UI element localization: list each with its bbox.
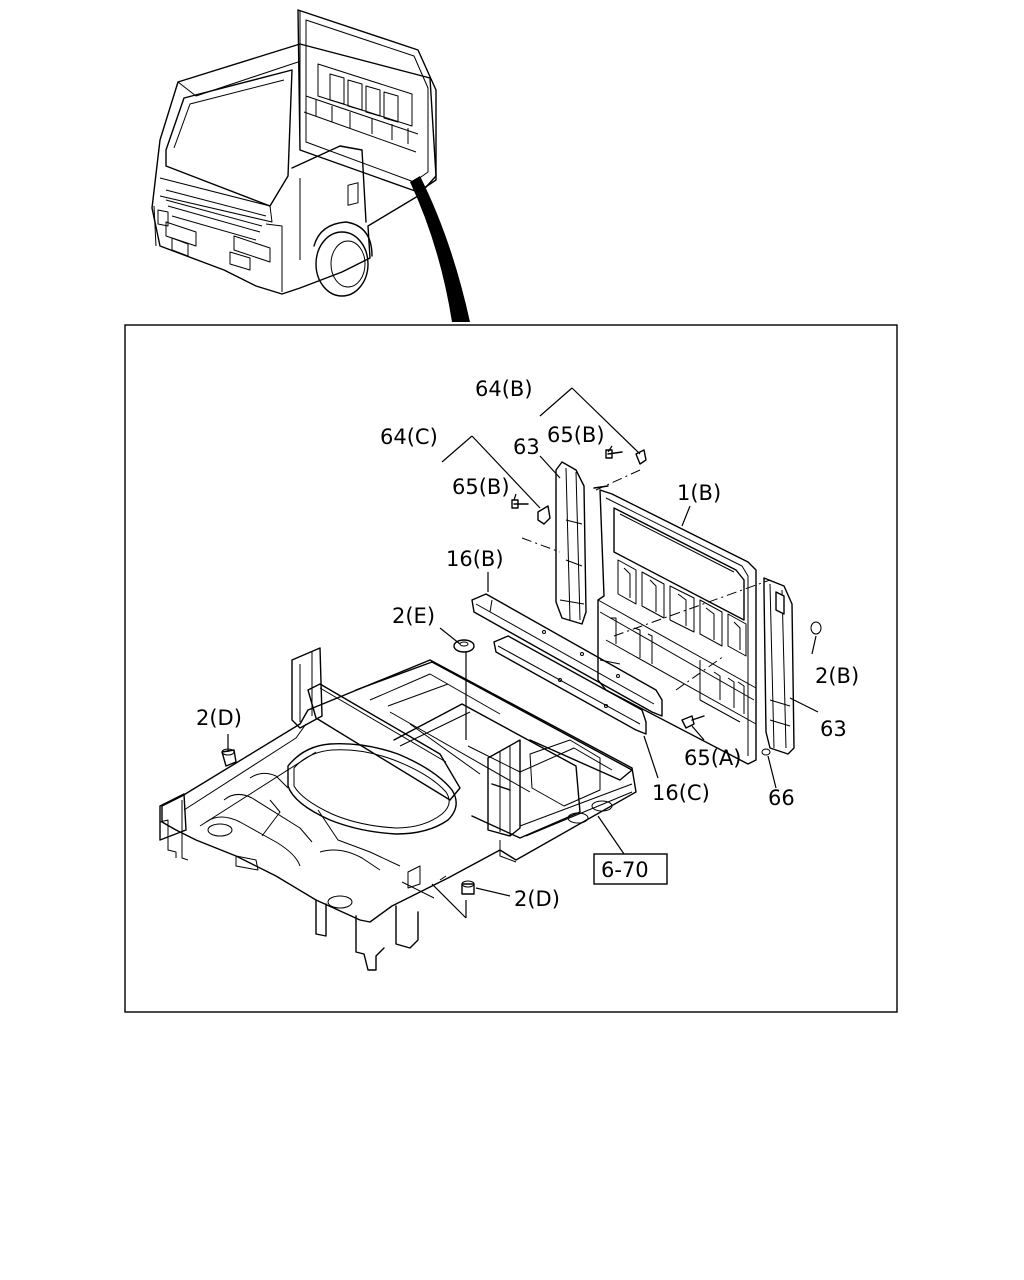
label-65b-upper: 65(B) (547, 423, 605, 447)
label-2d-bottom: 2(D) (514, 887, 560, 911)
cab-floor-frame (159, 647, 637, 971)
reference-box[interactable] (593, 853, 668, 885)
label-64b: 64(B) (475, 377, 533, 401)
label-2e: 2(E) (392, 604, 435, 628)
crossmember-16c (493, 635, 647, 735)
callout-labels: 64(B) 65(B) 64(C) 63 65(B) 1(B) 16(B) 2(… (196, 377, 859, 911)
label-63-upper: 63 (513, 435, 540, 459)
label-65a: 65(A) (684, 746, 741, 770)
label-65b-middle: 65(B) (452, 475, 510, 499)
truck-cab-overview (151, 9, 470, 322)
label-64c: 64(C) (380, 425, 438, 449)
label-66: 66 (768, 786, 795, 810)
label-16b: 16(B) (446, 547, 504, 571)
pillar-63-right (763, 577, 795, 755)
reference-box-label: 6-70 (601, 858, 649, 882)
label-1b: 1(B) (677, 481, 721, 505)
rear-panel-1b (597, 489, 757, 765)
detail-frame (124, 324, 898, 1013)
crossmember-16b (471, 593, 663, 717)
label-2b: 2(B) (815, 664, 859, 688)
pillar-63-left (555, 461, 587, 625)
label-63-right: 63 (820, 717, 847, 741)
label-16c: 16(C) (652, 781, 710, 805)
label-2d-left: 2(D) (196, 706, 242, 730)
leader-lines (227, 387, 819, 919)
